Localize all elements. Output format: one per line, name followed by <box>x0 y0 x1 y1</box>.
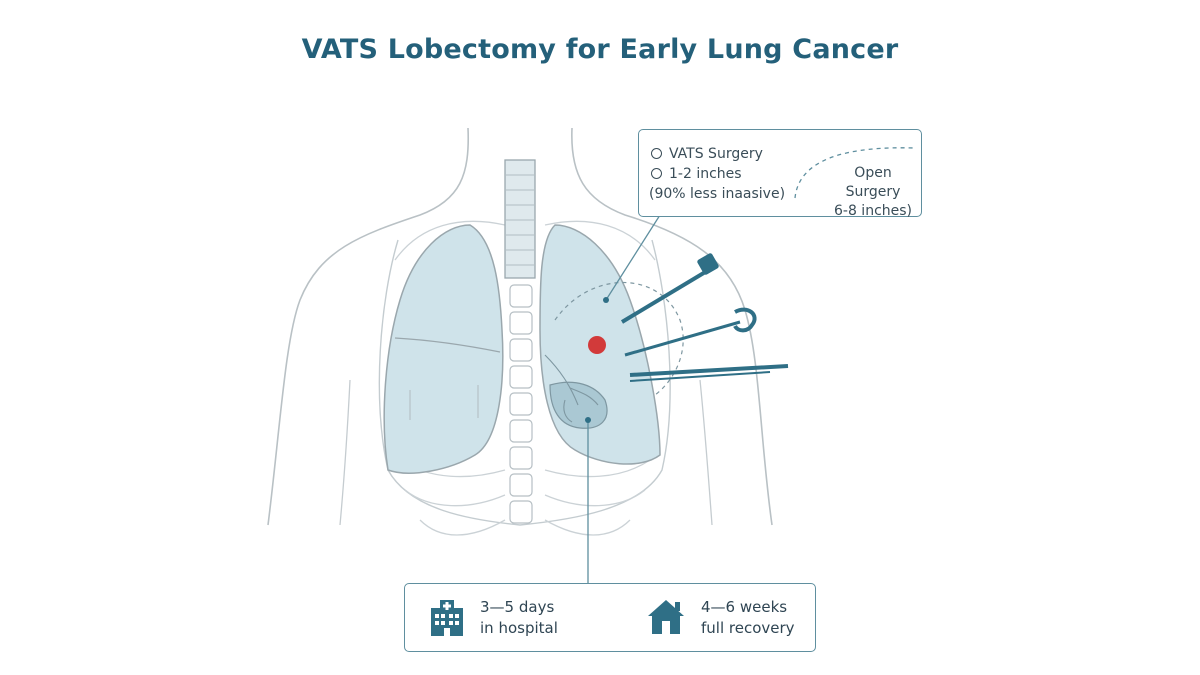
open-surgery-text: Open Surgery 6-8 inches) <box>825 164 921 221</box>
hospital-stay-stat: 3—5 days in hospital <box>480 597 558 639</box>
home-icon <box>645 596 687 638</box>
recovery-stat: 4—6 weeks full recovery <box>701 597 795 639</box>
spine <box>510 285 532 523</box>
circle-bullet-icon <box>651 168 662 179</box>
trachea <box>505 160 535 278</box>
recovery-stats-box: 3—5 days in hospital 4—6 weeks full reco… <box>404 583 816 652</box>
arm-line-right <box>700 380 712 525</box>
hospital-stay-days: 3—5 days <box>480 597 558 618</box>
vats-size-line: 1-2 inches <box>651 166 742 182</box>
arm-line-left <box>340 380 350 525</box>
tumor-marker <box>588 336 606 354</box>
vats-label-line: VATS Surgery <box>651 146 763 162</box>
vats-note: (90% less inaasive) <box>649 186 785 202</box>
open-surgery-size: 6-8 inches) <box>825 202 921 221</box>
vats-size: 1-2 inches <box>669 166 742 182</box>
circle-bullet-icon <box>651 148 662 159</box>
hospital-icon <box>427 598 467 638</box>
recovery-weeks: 4—6 weeks <box>701 597 795 618</box>
hospital-stay-label: in hospital <box>480 618 558 639</box>
recovery-label: full recovery <box>701 618 795 639</box>
incision-comparison-callout: VATS Surgery 1-2 inches (90% less inaasi… <box>638 129 922 217</box>
open-surgery-label: Open Surgery <box>825 164 921 202</box>
vats-label: VATS Surgery <box>669 146 763 162</box>
